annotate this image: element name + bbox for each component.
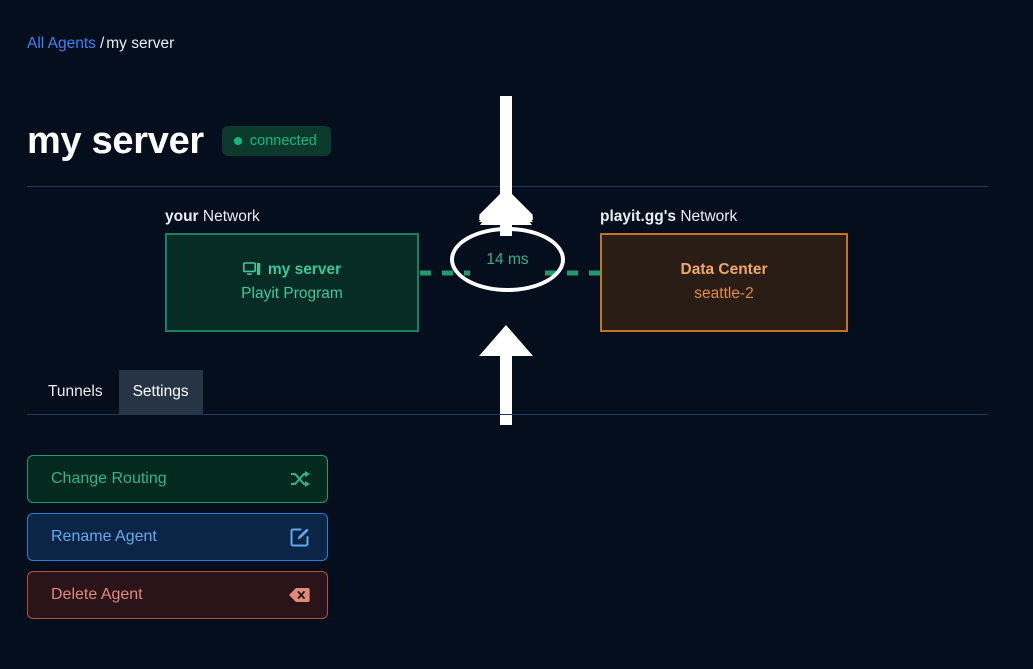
breadcrumb: All Agents/my server: [27, 33, 174, 55]
playit-network-box: Data Center seattle-2: [600, 233, 848, 332]
latency-value: 14 ms: [486, 250, 529, 268]
your-network-box-title-row: my server: [242, 260, 342, 280]
your-network-group: your Network my server Playit Program: [165, 207, 419, 332]
page-header: my server connected: [27, 118, 331, 164]
latency-indicator: 14 ms: [450, 227, 565, 292]
delete-agent-button[interactable]: Delete Agent: [27, 571, 328, 619]
delete-agent-label: Delete Agent: [51, 586, 143, 603]
your-network-label: your Network: [165, 207, 419, 227]
playit-network-group: playit.gg's Network Data Center seattle-…: [600, 207, 848, 332]
outbound-traffic-arrow: [479, 325, 533, 425]
your-network-label-strong: your: [165, 208, 199, 225]
backspace-delete-icon: [289, 587, 310, 603]
playit-network-label-strong: playit.gg's: [600, 208, 677, 225]
rename-agent-label: Rename Agent: [51, 528, 157, 545]
status-badge-label: connected: [249, 133, 317, 149]
desktop-computer-icon: [242, 262, 261, 275]
shuffle-icon: [290, 470, 310, 488]
playit-network-label: playit.gg's Network: [600, 207, 848, 227]
tab-tunnels[interactable]: Tunnels: [48, 370, 119, 414]
tab-settings[interactable]: Settings: [118, 370, 203, 414]
tab-divider: [27, 414, 988, 415]
change-routing-label: Change Routing: [51, 470, 167, 487]
your-network-box: my server Playit Program: [165, 233, 419, 332]
change-routing-button[interactable]: Change Routing: [27, 455, 328, 503]
your-network-box-title: my server: [267, 261, 342, 278]
your-network-box-subtitle: Playit Program: [241, 285, 343, 302]
header-divider: [27, 186, 988, 187]
playit-network-box-title: Data Center: [680, 261, 768, 278]
status-badge: connected: [221, 126, 331, 156]
breadcrumb-all-agents-link[interactable]: All Agents: [27, 35, 96, 52]
your-network-label-rest: Network: [198, 208, 260, 225]
page-title: my server: [27, 120, 204, 162]
breadcrumb-current: my server: [106, 35, 175, 52]
settings-actions: Change Routing Rename Agent Delete Agent: [27, 455, 328, 619]
breadcrumb-separator: /: [99, 35, 105, 52]
playit-network-box-subtitle: seattle-2: [694, 285, 754, 302]
edit-pencil-square-icon: [290, 527, 310, 547]
tab-bar: Tunnels Settings: [48, 370, 203, 414]
status-dot-icon: [233, 137, 242, 145]
rename-agent-button[interactable]: Rename Agent: [27, 513, 328, 561]
inbound-traffic-arrow: [479, 96, 533, 236]
playit-network-label-rest: Network: [676, 208, 738, 225]
